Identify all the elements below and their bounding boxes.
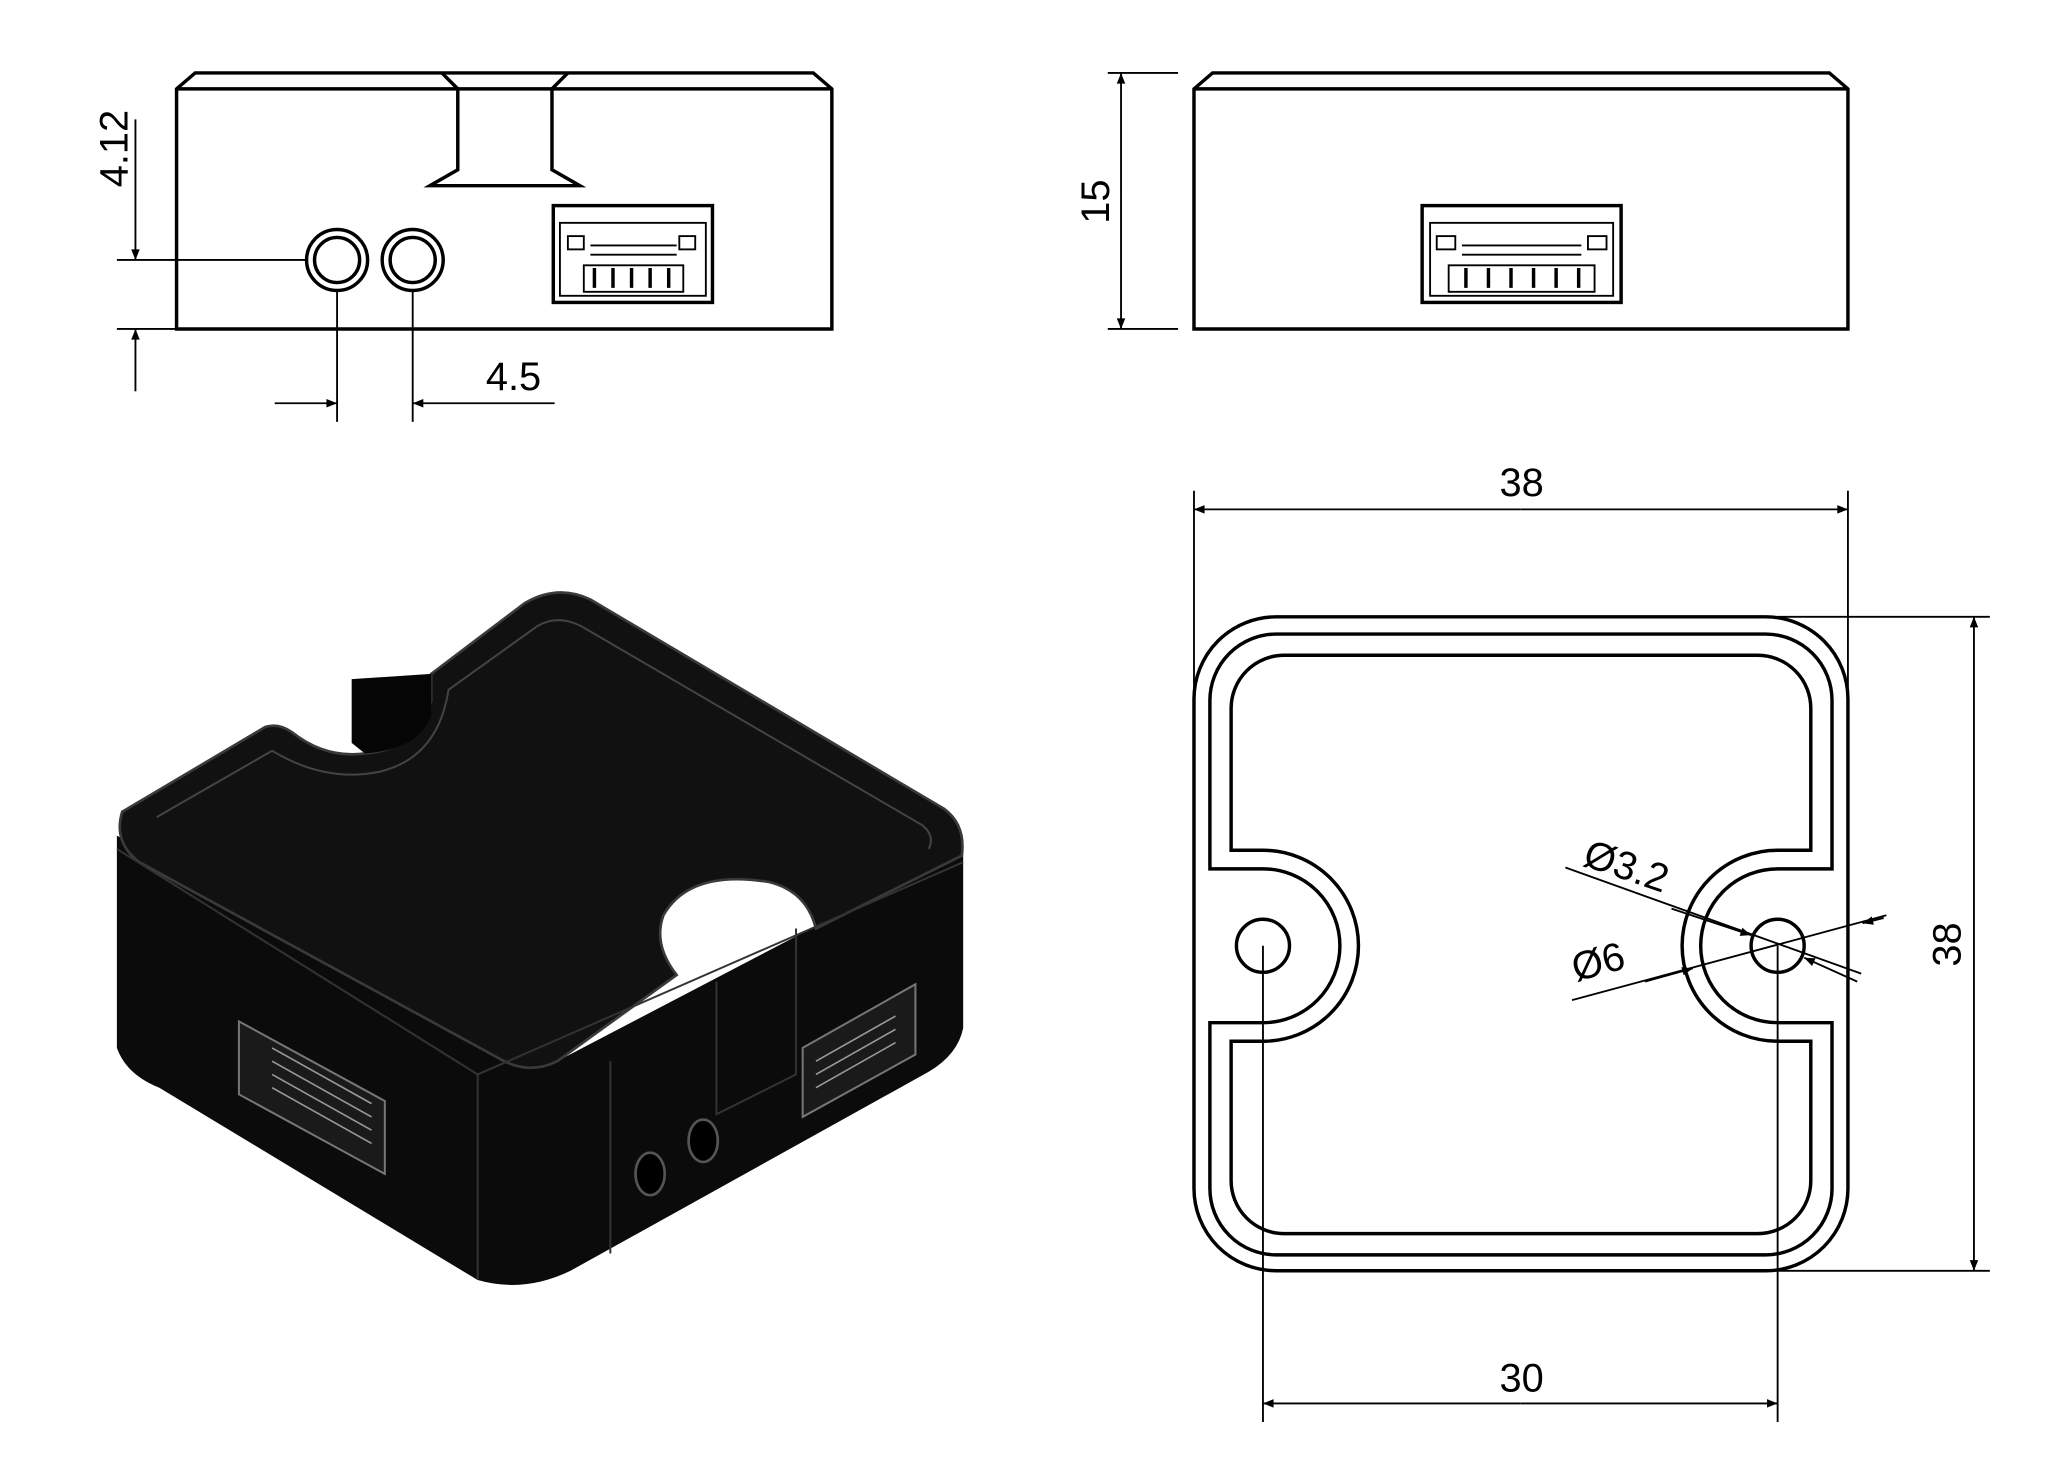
outline-middle <box>1208 632 1834 1257</box>
dim-4-12: 4.12 <box>92 110 136 187</box>
outline-inner <box>1229 653 1813 1236</box>
connector-front <box>551 203 715 305</box>
dim-counterbore-diameter: Ø6 <box>1567 934 1630 990</box>
dim-hole-diameter: Ø3.2 <box>1578 832 1674 902</box>
slot <box>423 71 587 188</box>
iso-connector-right <box>801 982 917 1119</box>
led-hole-right <box>380 227 445 293</box>
dim-width-38: 38 <box>1499 461 1543 505</box>
isometric-view <box>116 591 964 1285</box>
led-hole-left <box>304 227 370 293</box>
dim-15: 15 <box>1074 179 1118 223</box>
body-top <box>118 591 964 1070</box>
dim-4-5: 4.5 <box>486 355 541 399</box>
front-view: 4.12 4.5 <box>92 71 834 422</box>
plan-view: 38 38 30 Ø3.2 Ø6 <box>1192 461 1990 1422</box>
iso-led-hole-left <box>634 1151 667 1197</box>
dim-depth-38: 38 <box>1926 922 1970 966</box>
side-view: 15 <box>1074 71 1850 331</box>
dim-hole-spacing-30: 30 <box>1499 1356 1543 1400</box>
connector-side <box>1420 203 1623 305</box>
iso-led-hole-right <box>687 1118 720 1164</box>
iso-connector-left <box>237 1019 386 1176</box>
slot-wall <box>351 673 432 754</box>
